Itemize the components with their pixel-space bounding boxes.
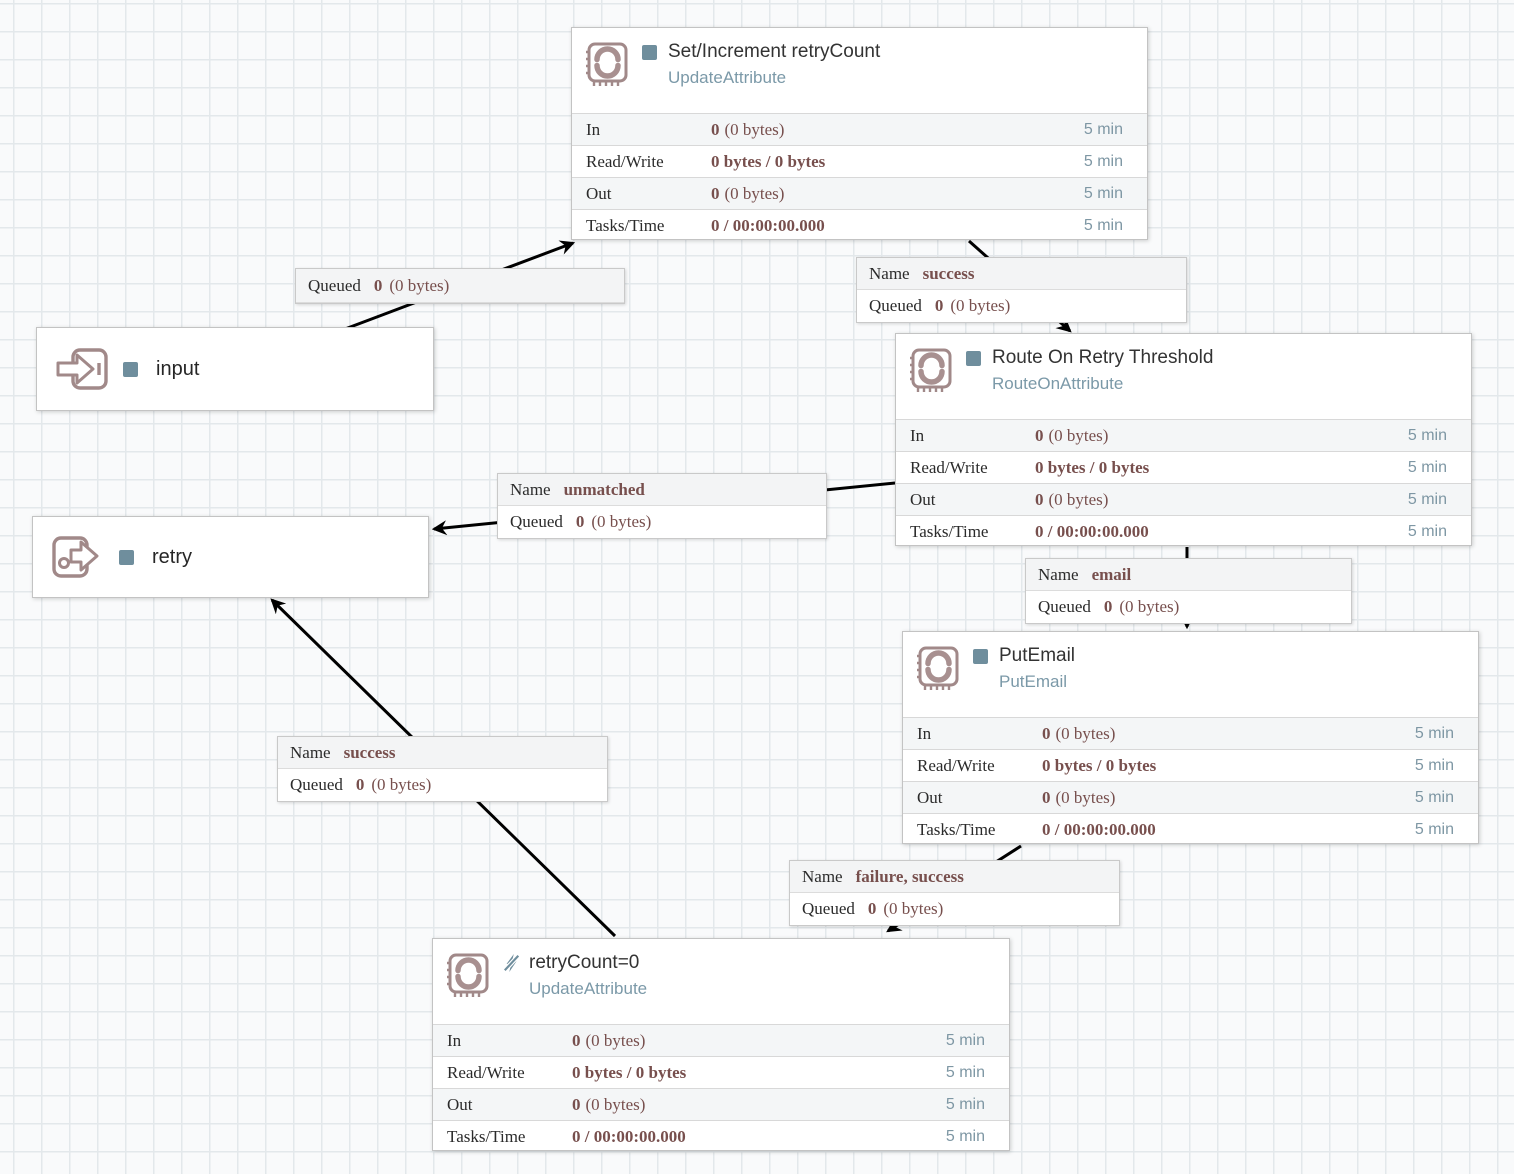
stat-row-taskstime: Tasks/Time 0 / 00:00:00.000 5 min — [572, 209, 1147, 241]
processor-header: Route On Retry Threshold RouteOnAttribut… — [896, 334, 1471, 419]
input-port-input[interactable]: input — [36, 327, 434, 411]
stat-row-in: In 0(0 bytes) 5 min — [896, 419, 1471, 451]
stat-row-out: Out 0(0 bytes) 5 min — [433, 1088, 1009, 1120]
stopped-square-icon — [123, 361, 138, 377]
processor-set-increment-retrycount[interactable]: Set/Increment retryCount UpdateAttribute… — [571, 27, 1148, 240]
stopped-square-icon — [119, 549, 134, 565]
stat-row-in: In 0(0 bytes) 5 min — [903, 717, 1478, 749]
processor-title: Set/Increment retryCount — [668, 41, 881, 62]
stopped-square-icon — [966, 350, 981, 366]
processor-type: UpdateAttribute — [529, 979, 648, 998]
port-name: input — [156, 357, 200, 380]
processor-title: PutEmail — [999, 645, 1076, 666]
port-name: retry — [152, 545, 192, 568]
processor-stamp-icon — [586, 42, 628, 86]
stat-row-taskstime: Tasks/Time 0 / 00:00:00.000 5 min — [903, 813, 1478, 845]
processor-putemail[interactable]: PutEmail PutEmail In 0(0 bytes) 5 min Re… — [902, 631, 1479, 844]
stat-row-readwrite: Read/Write 0 bytes / 0 bytes 5 min — [572, 145, 1147, 177]
stat-row-taskstime: Tasks/Time 0 / 00:00:00.000 5 min — [433, 1120, 1009, 1152]
stat-row-out: Out 0(0 bytes) 5 min — [896, 483, 1471, 515]
processor-type: UpdateAttribute — [668, 68, 787, 87]
output-port-retry[interactable]: retry — [32, 516, 429, 598]
processor-header: retryCount=0 UpdateAttribute — [433, 939, 1009, 1024]
stat-row-in: In 0(0 bytes) 5 min — [433, 1024, 1009, 1056]
stat-row-readwrite: Read/Write 0 bytes / 0 bytes 5 min — [433, 1056, 1009, 1088]
processor-retrycount-0[interactable]: retryCount=0 UpdateAttribute In 0(0 byte… — [432, 938, 1010, 1151]
input-port-icon — [56, 348, 108, 390]
stat-row-readwrite: Read/Write 0 bytes / 0 bytes 5 min — [903, 749, 1478, 781]
processor-stamp-icon — [917, 646, 959, 690]
processor-stamp-icon — [447, 953, 489, 997]
processor-stamp-icon — [910, 348, 952, 392]
processor-route-on-retry-threshold[interactable]: Route On Retry Threshold RouteOnAttribut… — [895, 333, 1472, 546]
stat-row-out: Out 0(0 bytes) 5 min — [903, 781, 1478, 813]
processor-title: Route On Retry Threshold — [992, 347, 1214, 368]
stat-row-out: Out 0(0 bytes) 5 min — [572, 177, 1147, 209]
processor-header: PutEmail PutEmail — [903, 632, 1478, 717]
stat-row-taskstime: Tasks/Time 0 / 00:00:00.000 5 min — [896, 515, 1471, 547]
processor-type: RouteOnAttribute — [992, 374, 1124, 393]
processor-title: retryCount=0 — [529, 952, 640, 973]
processor-header: Set/Increment retryCount UpdateAttribute — [572, 28, 1147, 113]
stat-row-in: In 0(0 bytes) 5 min — [572, 113, 1147, 145]
stopped-square-icon — [973, 648, 988, 664]
disabled-bolt-icon — [503, 954, 520, 972]
processor-type: PutEmail — [999, 672, 1068, 691]
stopped-square-icon — [642, 44, 657, 60]
output-port-icon — [52, 536, 99, 578]
stat-row-readwrite: Read/Write 0 bytes / 0 bytes 5 min — [896, 451, 1471, 483]
